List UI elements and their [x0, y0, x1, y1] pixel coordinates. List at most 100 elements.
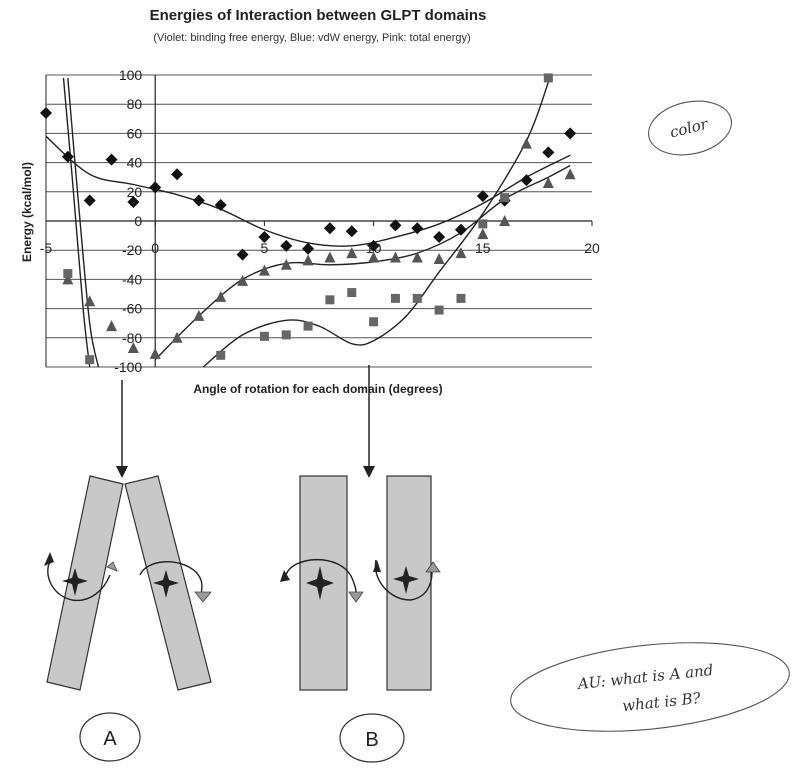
data-point-diamond [83, 194, 96, 207]
data-point-square [303, 321, 313, 331]
x-axis-label: Angle of rotation for each domain (degre… [193, 382, 442, 396]
y-tick-label: -40 [122, 271, 142, 287]
rotation-arrow-a-left [44, 552, 118, 602]
chart-subtitle: (Violet: binding free energy, Blue: vdW … [153, 32, 470, 44]
y-tick-label: 20 [127, 184, 143, 200]
y-tick-label: 40 [127, 155, 143, 171]
annotation-query-oval [510, 642, 790, 732]
data-point-diamond [149, 181, 162, 194]
data-point-triangle [237, 274, 249, 286]
label-b: B [365, 729, 378, 751]
data-point-triangle [455, 247, 467, 259]
x-tick-label: 20 [584, 240, 600, 256]
data-point-square [325, 295, 335, 305]
data-point-diamond [214, 198, 227, 211]
data-point-square [478, 219, 488, 229]
data-point-square [434, 305, 444, 315]
y-tick-label: -80 [122, 330, 142, 346]
annotation-color-oval [648, 100, 732, 156]
data-point-square [543, 73, 553, 83]
data-point-triangle [62, 273, 74, 285]
data-point-triangle [542, 177, 554, 189]
data-point-triangle [499, 215, 511, 226]
data-point-square [390, 293, 400, 303]
pivot-star-b-right [393, 566, 419, 594]
data-point-diamond [236, 248, 249, 261]
y-axis-label: Energy (kcal/mol) [20, 162, 34, 262]
data-point-diamond [411, 222, 424, 235]
y-tick-label: -20 [122, 242, 142, 258]
data-point-diamond [345, 225, 358, 238]
x-tick-label: -5 [40, 240, 53, 256]
domain-b-right [386, 475, 432, 691]
data-point-triangle [520, 137, 532, 149]
data-point-diamond [367, 239, 380, 252]
data-point-triangle [171, 331, 183, 343]
data-point-triangle [258, 264, 270, 276]
pointer-arrows [116, 365, 375, 478]
data-point-diamond [323, 222, 336, 235]
trend-line [62, 77, 91, 368]
arrow-a-head [116, 466, 128, 478]
x-tick-label: 15 [475, 240, 491, 256]
data-point-diamond [433, 231, 446, 244]
data-point-diamond [520, 174, 533, 187]
y-tick-label: 100 [119, 67, 143, 83]
trend-line [67, 77, 100, 368]
data-point-square [281, 330, 291, 340]
x-tick-label: 10 [366, 240, 382, 256]
data-point-diamond [171, 168, 184, 181]
pivot-star-b-left [306, 566, 334, 600]
axes [45, 75, 593, 367]
chart-title: Energies of Interaction between GLPT dom… [150, 7, 487, 24]
data-point-square [412, 293, 422, 303]
data-point-diamond [40, 106, 52, 119]
y-tick-label: 80 [127, 96, 143, 112]
data-point-diamond [302, 242, 315, 255]
data-point-triangle [346, 247, 358, 259]
rotation-arrow-b-left [280, 558, 364, 603]
data-point-diamond [258, 231, 271, 244]
data-point-square [85, 355, 95, 365]
data-point-triangle [149, 347, 161, 359]
gridlines [46, 74, 592, 368]
label-a-circle [79, 712, 141, 762]
y-tick-label: -60 [122, 301, 142, 317]
pivot-star-a-left [62, 568, 88, 596]
data-point-triangle [411, 251, 423, 263]
data-point-diamond [564, 127, 577, 140]
data-point-diamond [61, 150, 74, 163]
data-point-triangle [477, 228, 489, 240]
y-tick-label: -100 [114, 359, 142, 375]
data-point-square [63, 269, 73, 279]
data-point-diamond [280, 239, 293, 252]
trend-line [202, 82, 549, 368]
annotation-query-line2: what is B? [621, 689, 702, 715]
rotation-arrow-a-right [139, 561, 212, 603]
rotation-arrow-b-right [373, 559, 441, 601]
label-b-circle [339, 713, 405, 763]
data-point-square [216, 350, 226, 360]
annotation-query: AU: what is A and what is B? [510, 642, 790, 732]
data-point-square [500, 193, 510, 203]
data-point-triangle [302, 254, 314, 266]
data-point-diamond [192, 194, 205, 207]
data-point-triangle [84, 295, 96, 307]
data-point-diamond [454, 223, 467, 236]
data-point-triangle [215, 290, 227, 302]
data-point-triangle [389, 251, 401, 263]
y-tick-label: 60 [127, 125, 143, 141]
data-point-square [259, 331, 269, 341]
annotation-query-line1: AU: what is A and [575, 661, 714, 693]
data-point-diamond [542, 146, 555, 159]
data-point-square [369, 317, 379, 327]
diagram-b: B [280, 475, 441, 763]
annotation-color: color [648, 100, 732, 156]
annotation-color-text: color [668, 115, 710, 142]
y-tick-label: 0 [134, 213, 142, 229]
data-point-triangle [280, 258, 292, 270]
data-point-triangle [564, 168, 576, 180]
data-point-triangle [193, 309, 205, 321]
